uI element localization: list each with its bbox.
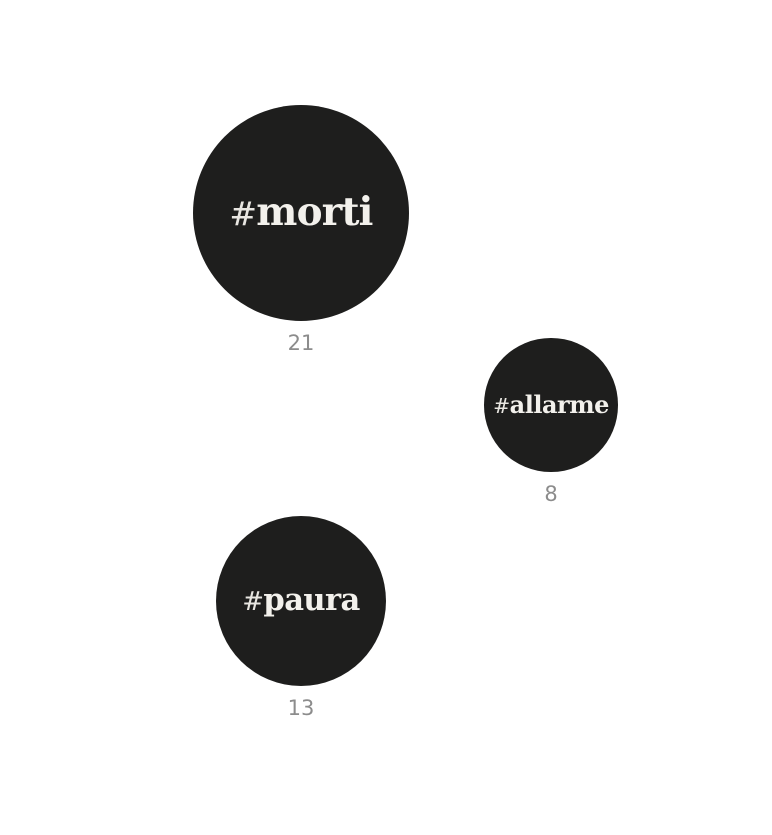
bubble-morti: #morti: [193, 105, 409, 321]
hashtag-symbol: #: [242, 587, 264, 618]
bubble-count: 21: [287, 331, 315, 355]
bubble-label: #morti: [229, 193, 373, 234]
bubble-count: 8: [544, 481, 558, 506]
bubble-count: 13: [287, 695, 315, 720]
hashtag-word: allarme: [509, 389, 610, 419]
bubble-allarme: #allarme: [484, 338, 618, 472]
hashtag-symbol: #: [493, 393, 510, 418]
bubble-label: #allarme: [493, 389, 610, 419]
bubble-label: #paura: [242, 582, 360, 619]
hashtag-word: morti: [256, 189, 373, 236]
bubble-paura: #paura: [216, 516, 386, 686]
hashtag-symbol: #: [229, 194, 257, 234]
hashtag-word: paura: [263, 582, 360, 619]
